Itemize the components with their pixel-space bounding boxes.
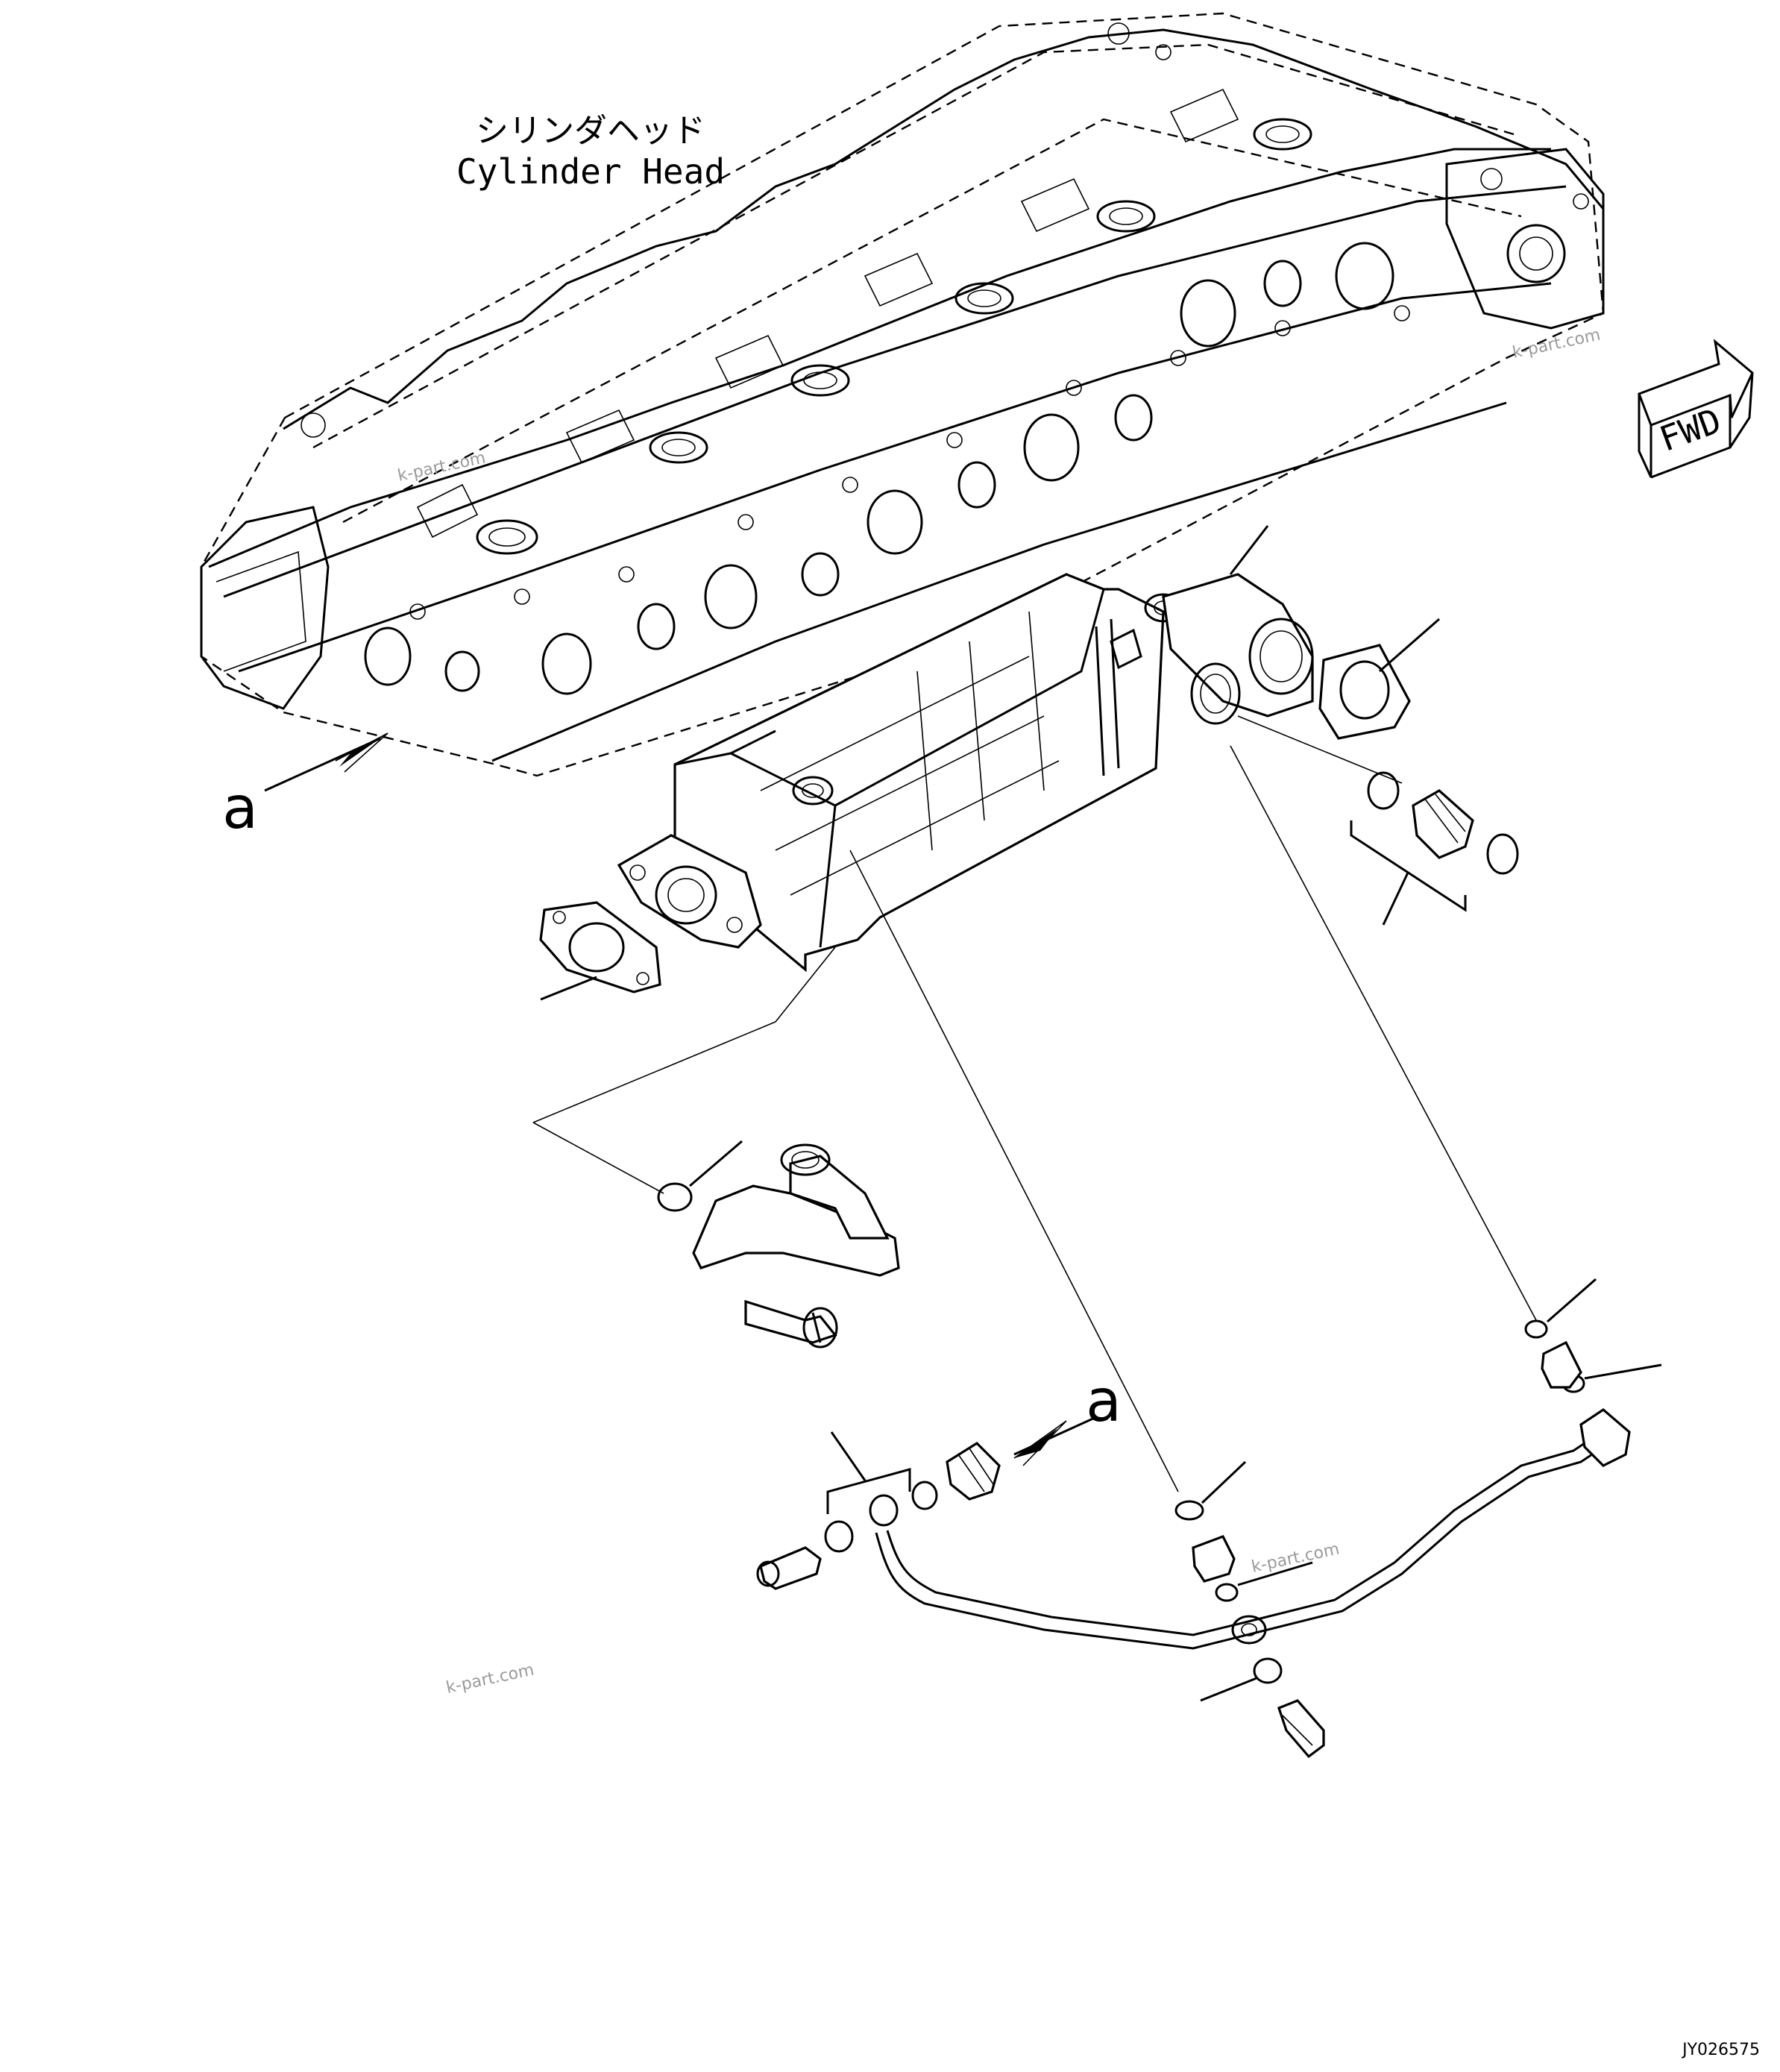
callout-a-lower-letter: a bbox=[1086, 1368, 1122, 1435]
leader-cooler bbox=[1229, 525, 1269, 575]
coolant-fitting-group bbox=[1350, 771, 1519, 926]
cylinder-head-drawing bbox=[200, 12, 1605, 777]
fwd-label: FWD bbox=[1654, 401, 1726, 459]
cylinder-head-label-jp: シリンダヘッド bbox=[476, 112, 705, 150]
lower-bolt bbox=[1200, 1657, 1325, 1759]
watermark-4: k-part.com bbox=[444, 1661, 535, 1698]
coolant-pipe bbox=[875, 1278, 1662, 1650]
washer-group bbox=[756, 1431, 938, 1590]
watermark-3: k-part.com bbox=[1250, 1540, 1341, 1577]
oring-middle bbox=[1174, 1460, 1313, 1602]
callout-a-upper-letter: a bbox=[222, 775, 258, 842]
front-gasket bbox=[539, 901, 661, 1001]
coolant-tube-left bbox=[657, 1140, 900, 1349]
assembly-guide-lines bbox=[532, 715, 1537, 1492]
callout-a-lower: a bbox=[946, 1368, 1122, 1501]
drawing-number: JY026575 bbox=[1681, 2041, 1760, 2059]
watermark-1: k-part.com bbox=[1511, 326, 1602, 362]
cylinder-head-label-en: Cylinder Head bbox=[456, 151, 725, 192]
rear-gasket bbox=[1318, 618, 1440, 740]
callout-a-upper: a bbox=[222, 732, 389, 842]
egr-cooler bbox=[617, 573, 1314, 973]
exhaust-ports bbox=[364, 242, 1410, 695]
fwd-arrow-icon: FWD bbox=[1638, 339, 1754, 479]
valve-bosses bbox=[301, 22, 1312, 555]
